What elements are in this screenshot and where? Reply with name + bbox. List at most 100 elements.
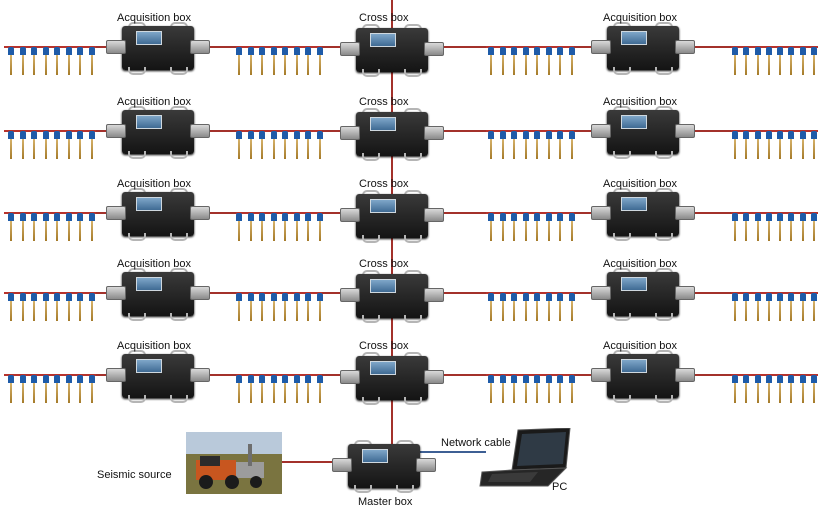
acquisition-box-label: Acquisition box: [117, 96, 191, 108]
display-panel: [136, 277, 162, 291]
geophone-icon: [282, 131, 288, 159]
geophone-icon: [66, 293, 72, 321]
acquisition-box-icon: [106, 268, 210, 321]
geophone-cap: [66, 375, 72, 383]
geophone-spike: [490, 383, 492, 403]
geophone-cap: [66, 213, 72, 221]
geophone-icon: [43, 47, 49, 75]
geophone-cap: [732, 213, 738, 221]
foot: [655, 313, 673, 321]
geophone-spike: [802, 139, 804, 159]
geophone-spike: [250, 139, 252, 159]
geophone-icon: [43, 375, 49, 403]
foot: [362, 235, 380, 243]
geophone-icon: [788, 293, 794, 321]
geophone-spike: [284, 301, 286, 321]
foot: [613, 395, 631, 403]
geophone-cap: [534, 293, 540, 301]
geophone-spike: [68, 139, 70, 159]
geophone-spike: [536, 55, 538, 75]
geophone-spike: [91, 139, 93, 159]
geophone-cap: [31, 213, 37, 221]
foot: [170, 313, 188, 321]
spread-cable: [728, 46, 818, 48]
geophone-cap: [766, 47, 772, 55]
geophone-icon: [523, 213, 529, 241]
connector: [675, 206, 695, 220]
geophone-icon: [500, 47, 506, 75]
geophone-cap: [89, 293, 95, 301]
geophone-cap: [811, 131, 817, 139]
geophone-spike: [790, 383, 792, 403]
geophone-string: [728, 46, 818, 76]
geophone-icon: [743, 47, 749, 75]
geophone-spike: [502, 139, 504, 159]
connector: [424, 370, 444, 384]
geophone-cap: [294, 131, 300, 139]
geophone-cap: [77, 131, 83, 139]
connector: [340, 288, 360, 302]
geophone-cap: [317, 131, 323, 139]
geophone-icon: [534, 293, 540, 321]
geophone-spike: [45, 139, 47, 159]
geophone-spike: [284, 139, 286, 159]
geophone-icon: [282, 213, 288, 241]
geophone-cap: [511, 375, 517, 383]
geophone-spike: [238, 139, 240, 159]
master-box-icon: [332, 440, 436, 493]
geophone-spike: [56, 55, 58, 75]
spread-cable: [4, 130, 96, 132]
geophone-spike: [559, 139, 561, 159]
geophone-cap: [569, 47, 575, 55]
geophone-icon: [557, 47, 563, 75]
geophone-cap: [248, 47, 254, 55]
spread-cable: [194, 212, 236, 214]
geophone-spike: [548, 383, 550, 403]
geophone-icon: [294, 47, 300, 75]
geophone-cap: [766, 375, 772, 383]
geophone-icon: [89, 131, 95, 159]
connector: [416, 458, 436, 472]
geophone-spike: [525, 221, 527, 241]
geophone-spike: [813, 139, 815, 159]
geophone-cap: [282, 293, 288, 301]
geophone-cap: [54, 47, 60, 55]
geophone-icon: [546, 375, 552, 403]
geophone-cap: [534, 47, 540, 55]
geophone-spike: [490, 301, 492, 321]
geophone-spike: [45, 301, 47, 321]
geophone-icon: [488, 375, 494, 403]
geophone-cap: [488, 293, 494, 301]
geophone-spike: [548, 55, 550, 75]
geophone-spike: [10, 301, 12, 321]
geophone-spike: [757, 383, 759, 403]
geophone-spike: [571, 221, 573, 241]
spread-cable: [679, 130, 731, 132]
geophone-cap: [500, 47, 506, 55]
geophone-spike: [33, 301, 35, 321]
geophone-icon: [557, 131, 563, 159]
foot: [128, 313, 146, 321]
geophone-icon: [236, 213, 242, 241]
acquisition-box-label: Acquisition box: [603, 340, 677, 352]
geophone-cap: [282, 213, 288, 221]
geophone-cap: [77, 375, 83, 383]
geophone-spike: [536, 221, 538, 241]
geophone-icon: [755, 375, 761, 403]
geophone-cap: [546, 131, 552, 139]
geophone-spike: [802, 221, 804, 241]
geophone-cap: [54, 375, 60, 383]
geophone-icon: [294, 131, 300, 159]
geophone-icon: [777, 47, 783, 75]
spread-cable: [4, 46, 96, 48]
geophone-icon: [31, 47, 37, 75]
geophone-cap: [511, 131, 517, 139]
geophone-icon: [546, 131, 552, 159]
geophone-cap: [282, 375, 288, 383]
geophone-spike: [238, 221, 240, 241]
geophone-cap: [755, 293, 761, 301]
geophone-cap: [20, 131, 26, 139]
geophone-icon: [811, 293, 817, 321]
geophone-string: [4, 292, 96, 322]
geophone-spike: [790, 301, 792, 321]
